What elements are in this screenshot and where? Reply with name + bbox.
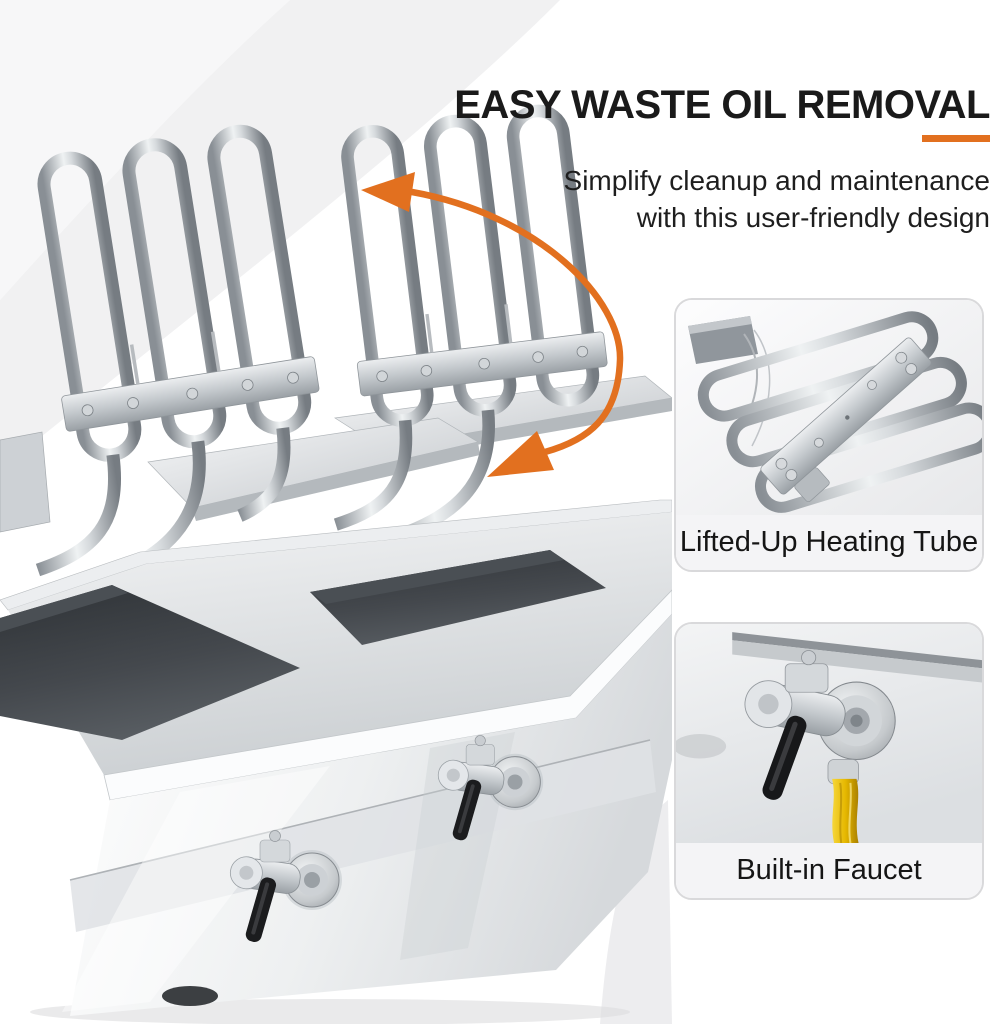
subtitle-line-1: Simplify cleanup and maintenance bbox=[563, 165, 990, 196]
card-caption: Built-in Faucet bbox=[676, 843, 982, 898]
feature-card-faucet: Built-in Faucet bbox=[674, 622, 984, 900]
subtitle: Simplify cleanup and maintenance with th… bbox=[454, 162, 990, 236]
drain-faucet-right bbox=[437, 735, 544, 841]
fryer-tank bbox=[0, 499, 672, 801]
feature-card-heating-tube: Lifted-Up Heating Tube bbox=[674, 298, 984, 572]
title-underline bbox=[922, 135, 990, 142]
oil-faucet-icon bbox=[676, 624, 982, 843]
heating-tube-figure bbox=[676, 300, 982, 515]
page-title: EASY WASTE OIL REMOVAL bbox=[454, 83, 990, 127]
subtitle-line-2: with this user-friendly design bbox=[636, 202, 990, 233]
faucet-figure bbox=[676, 624, 982, 843]
drain-faucet-left bbox=[229, 830, 342, 942]
header-block: EASY WASTE OIL REMOVAL Simplify cleanup … bbox=[454, 84, 990, 236]
card-caption: Lifted-Up Heating Tube bbox=[676, 515, 982, 570]
heating-element-icon bbox=[676, 300, 982, 515]
